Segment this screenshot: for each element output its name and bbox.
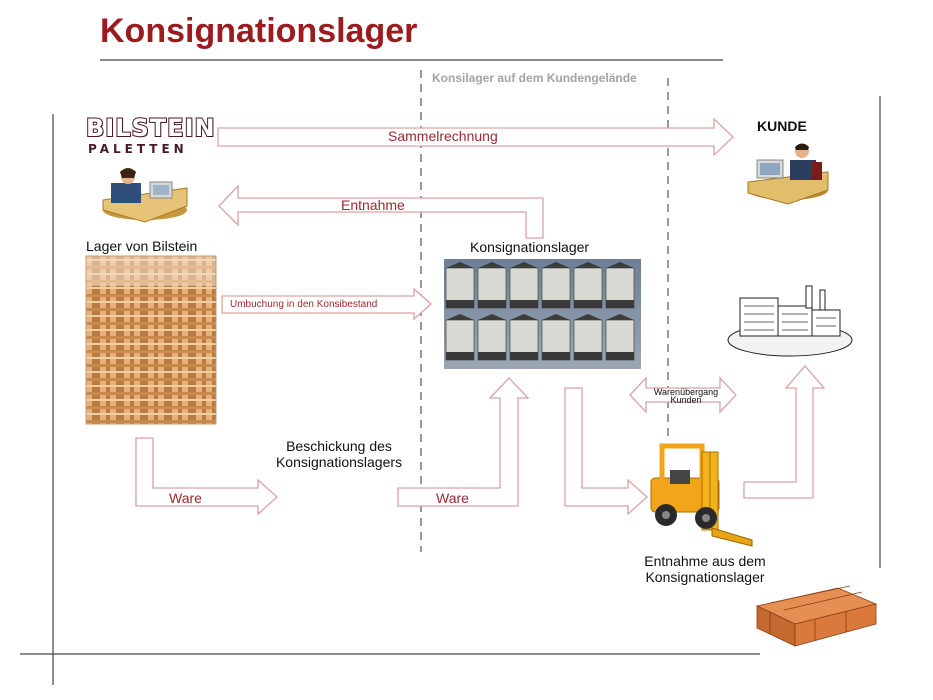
bilstein-logo-subline: PALETTEN (88, 142, 188, 156)
warehouse-container-roof (446, 314, 474, 320)
customer-site-zone-label: Konsilager auf dem Kundengelände (432, 71, 637, 85)
warenuebergang-double-arrow (629, 376, 737, 414)
bilstein-logo-wordmark: BILSTEIN (85, 113, 216, 143)
warehouse-container-base (510, 300, 538, 308)
warehouse-container-base (606, 300, 634, 308)
umbuchung-arrow (221, 287, 432, 321)
warehouse-container-base (542, 352, 570, 360)
ware-label-right: Ware (436, 490, 469, 506)
bilstein-pallet-photo (85, 255, 217, 425)
warehouse-container-roof (574, 262, 602, 268)
entnahme-flow-label: Entnahme (341, 197, 405, 213)
warehouse-container-roof (478, 314, 506, 320)
warenuebergang-label-line1: Warenübergang (653, 387, 719, 397)
warehouse-container-base (446, 352, 474, 360)
sammelrechnung-arrow (217, 117, 734, 157)
entnahme-aus-label-line2: Konsignationslager (645, 569, 765, 585)
umbuchung-label: Umbuchung in den Konsibestand (230, 299, 378, 310)
entnahme-aus-label-line1: Entnahme aus dem (644, 553, 766, 569)
beschickung-label-line2: Konsignationslagers (275, 454, 403, 470)
lager-bilstein-label: Lager von Bilstein (86, 238, 198, 254)
delivery-arrow (743, 365, 826, 499)
ware-arrow-left (135, 437, 278, 516)
konsignationslager-label: Konsignationslager (470, 239, 590, 255)
warehouse-container-base (606, 352, 634, 360)
warehouse-container-roof (542, 262, 570, 268)
page-title: Konsignationslager (100, 12, 418, 50)
warehouse-container-base (478, 300, 506, 308)
kunde-label: KUNDE (757, 118, 807, 134)
consignment-warehouse-photo (444, 259, 641, 369)
warehouse-container-roof (606, 262, 634, 268)
warehouse-container-base (446, 300, 474, 308)
warehouse-container-roof (478, 262, 506, 268)
entnahme-arrow (218, 184, 544, 239)
forklift-feed-arrow (564, 387, 648, 516)
warehouse-container-roof (446, 262, 474, 268)
warehouse-container-base (574, 300, 602, 308)
warehouse-container-roof (606, 314, 634, 320)
ware-arrow-right (397, 377, 530, 507)
factory-illustration (727, 285, 853, 357)
warehouse-container-roof (574, 314, 602, 320)
warehouse-container-base (478, 352, 506, 360)
warehouse-container-base (510, 352, 538, 360)
warehouse-container-roof (510, 314, 538, 320)
customer-illustration (747, 143, 829, 205)
ware-label-left: Ware (169, 490, 202, 506)
warenuebergang-label-line2: Kunden (670, 395, 702, 405)
sammelrechnung-label: Sammelrechnung (388, 128, 498, 144)
office-worker-illustration (102, 168, 188, 223)
wooden-pallet-illustration (755, 585, 878, 647)
warehouse-container-roof (542, 314, 570, 320)
forklift-illustration (650, 443, 753, 547)
beschickung-label-line1: Beschickung des (286, 438, 392, 454)
warehouse-container-roof (510, 262, 538, 268)
frame-lines (20, 59, 881, 685)
warehouse-container-base (574, 352, 602, 360)
warehouse-container-base (542, 300, 570, 308)
